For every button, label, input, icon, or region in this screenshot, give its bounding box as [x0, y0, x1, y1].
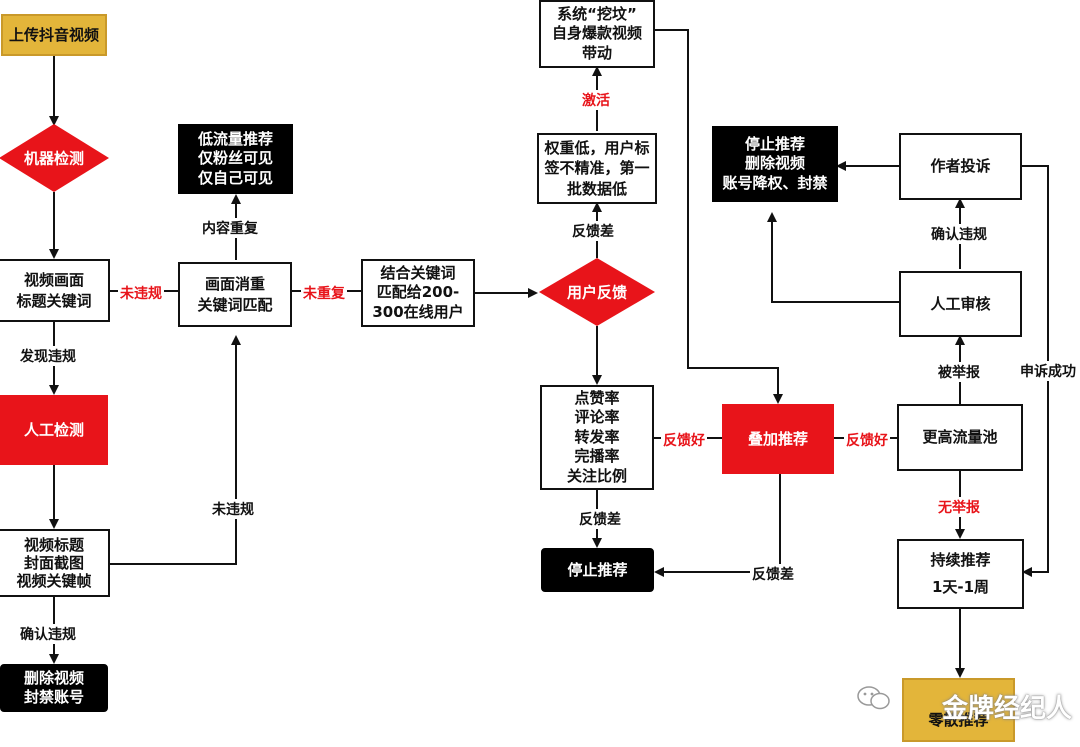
- author-appeal-node: 作者投诉: [899, 133, 1022, 200]
- manual-check-node: 人工检测: [0, 395, 108, 465]
- user-feedback-diamond: [539, 258, 655, 326]
- label-confirm-violation-1: 确认违规: [18, 624, 78, 644]
- label-activate: 激活: [580, 90, 612, 110]
- match-users-node: 结合关键词 匹配给200- 300在线用户: [361, 259, 475, 327]
- manual-review-node: 人工审核: [899, 271, 1022, 337]
- label-feedback-good-2: 反馈好: [844, 430, 890, 450]
- label-found-violation: 发现违规: [18, 346, 78, 366]
- label-no-violation-2: 未违规: [210, 499, 256, 519]
- continue-recommend-node: 持续推荐 1天-1周: [897, 539, 1024, 609]
- low-weight-node: 权重低，用户标 签不精准，第一 批数据低: [537, 133, 657, 204]
- wechat-icon: [857, 686, 890, 710]
- machine-check-label: 机器检测: [23, 149, 85, 168]
- label-no-violation-1: 未违规: [118, 283, 164, 303]
- watermark-text: 金牌经纪人: [941, 694, 1072, 724]
- arrow-details-to-dedup: [110, 335, 241, 565]
- stop-delete-node: 停止推荐 删除视频 账号降权、封禁: [712, 126, 838, 202]
- upload-video-node: 上传抖音视频: [1, 14, 107, 56]
- label-confirm-violation-2: 确认违规: [929, 224, 989, 244]
- label-content-duplicate: 内容重复: [200, 218, 260, 238]
- higher-pool-node: 更高流量池: [897, 404, 1023, 471]
- metrics-node: 点赞率 评论率 转发率 完播率 关注比例: [540, 385, 654, 490]
- label-feedback-bad-2: 反馈差: [577, 509, 623, 529]
- scattered-recommend-node: 零散推荐: [902, 678, 1015, 742]
- system-dig-node: 系统“挖坟” 自身爆款视频 带动: [539, 0, 655, 68]
- label-appeal-success: 申诉成功: [1018, 361, 1078, 381]
- low-flow-node: 低流量推荐 仅粉丝可见 仅自己可见: [178, 124, 293, 194]
- delete-ban-node: 删除视频 封禁账号: [0, 664, 108, 712]
- machine-check-diamond: [0, 124, 109, 192]
- label-feedback-good-1: 反馈好: [661, 430, 707, 450]
- label-no-duplicate: 未重复: [301, 283, 347, 303]
- video-title-node: 视频画面 标题关键词: [0, 259, 110, 322]
- user-feedback-label: 用户反馈: [566, 283, 628, 302]
- label-no-report: 无举报: [936, 497, 982, 517]
- stack-recommend-node: 叠加推荐: [722, 404, 834, 474]
- label-reported: 被举报: [936, 362, 982, 382]
- dedup-node: 画面消重 关键词匹配: [178, 262, 292, 327]
- arrow-stack-to-stop: [654, 474, 781, 577]
- video-details-node: 视频标题 封面截图 视频关键帧: [0, 529, 110, 597]
- arrow-review-to-stopdelete: [767, 212, 899, 303]
- arrow-dig-to-stack: [655, 29, 783, 404]
- stop-recommend-node: 停止推荐: [541, 548, 654, 592]
- label-feedback-bad-1: 反馈差: [570, 221, 616, 241]
- label-feedback-bad-3: 反馈差: [750, 564, 796, 584]
